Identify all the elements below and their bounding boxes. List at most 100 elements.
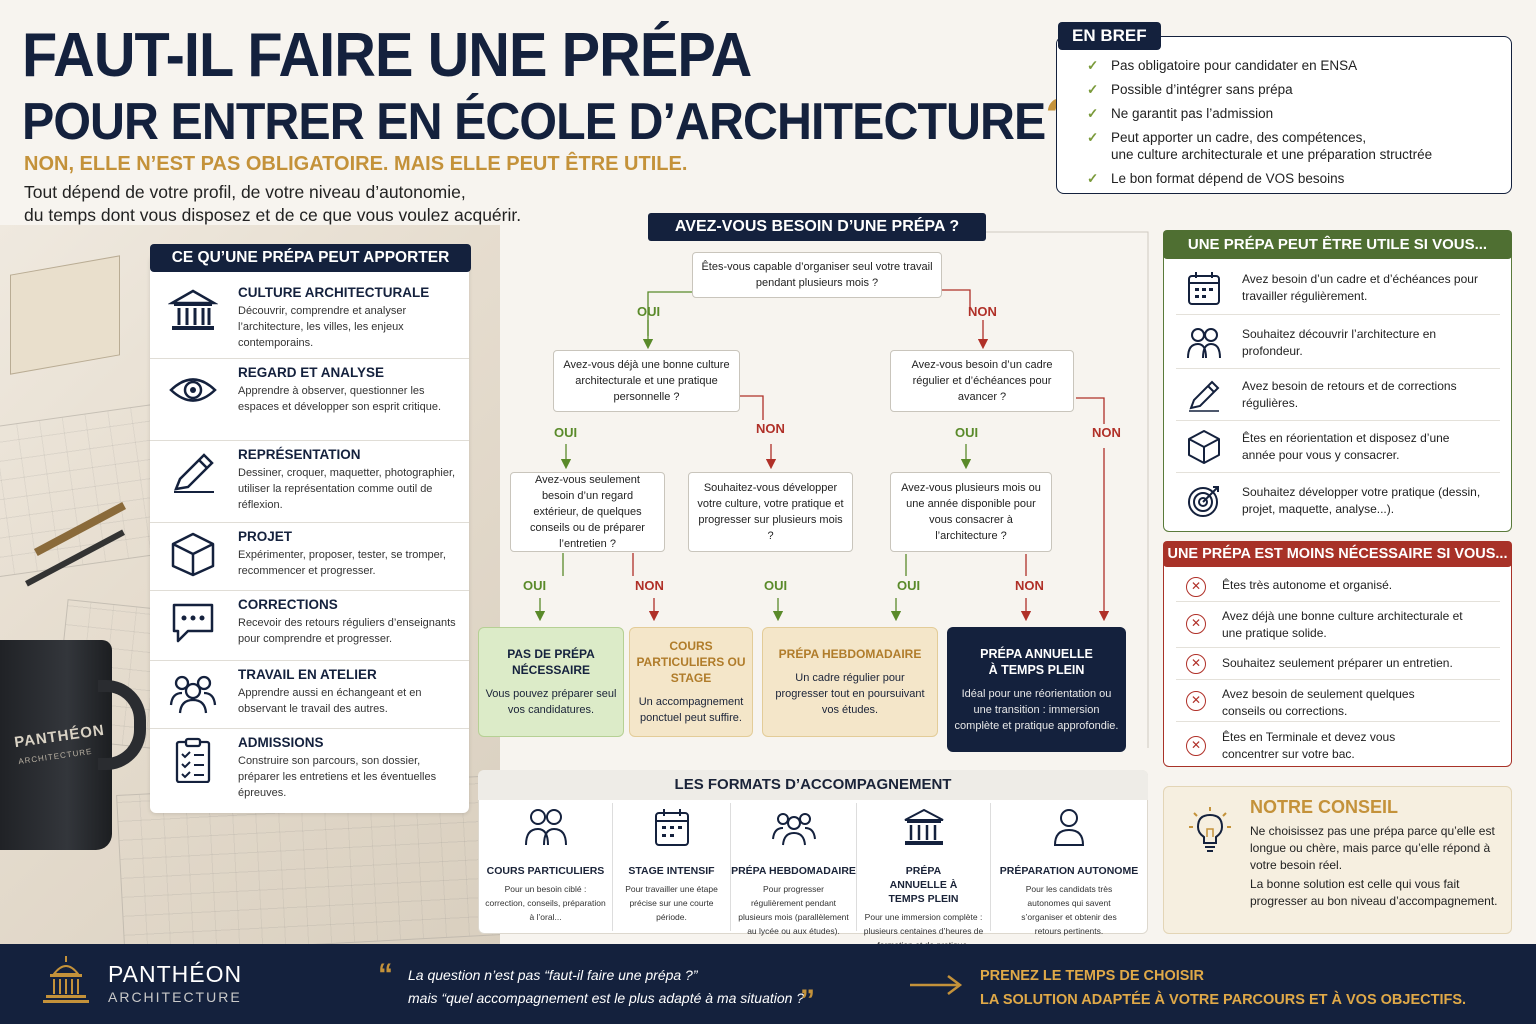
label-yes: OUI (955, 425, 979, 440)
result-desc: Un cadre régulier pour progresser tout e… (775, 672, 925, 716)
format-desc: Pour progresser régulièrement pendant pl… (738, 884, 849, 936)
apport-title: TRAVAIL EN ATELIER (238, 667, 377, 682)
conseil-p1: Ne choisissez pas une prépa parce qu’ell… (1250, 824, 1495, 872)
check-icon: ✓ (1087, 171, 1099, 186)
footer-quote: La question n’est pas “faut-il faire une… (408, 964, 804, 1010)
utile-item: Souhaitez découvrir l’architecture en pr… (1176, 315, 1500, 369)
check-icon: ✓ (1087, 82, 1099, 97)
footer-cta-2: LA SOLUTION ADAPTÉE À VOTRE PARCOURS ET … (980, 992, 1467, 1008)
format-item: PRÉPA ANNUELLE À TEMPS PLEIN Pour une im… (857, 803, 991, 950)
apport-title: CORRECTIONS (238, 597, 338, 612)
utile-text: Souhaitez développer votre pratique (des… (1242, 485, 1481, 516)
apport-item: TRAVAIL EN ATELIER Apprendre aussi en éc… (150, 661, 469, 729)
flow-question-1: Êtes-vous capable d’organiser seul votre… (692, 252, 942, 298)
moins-card: ✕ Êtes très autonome et organisé. ✕ Avez d… (1163, 553, 1512, 767)
flow-question-5: Souhaitez-vous développer votre culture,… (688, 472, 853, 552)
flow-question-4: Avez-vous seulement besoin d’un regard e… (510, 472, 665, 552)
format-item: STAGE INTENSIF Pour travailler une étape… (613, 803, 731, 931)
two-people-icon (1187, 328, 1221, 359)
apport-desc: Expérimenter, proposer, tester, se tromp… (238, 549, 446, 577)
pantheon-logo-icon (43, 956, 89, 1003)
format-desc: Pour un besoin ciblé : correction, conse… (485, 884, 606, 922)
apport-desc: Découvrir, comprendre et analyser l’arch… (238, 305, 407, 349)
moins-item: ✕ Avez déjà une bonne culture architectur… (1176, 602, 1500, 648)
apport-desc: Dessiner, croquer, maquetter, photograph… (238, 467, 456, 511)
format-item: PRÉPARATION AUTONOME Pour les candidats … (991, 803, 1147, 936)
result-title: PAS DE PRÉPA NÉCESSAIRE (507, 647, 595, 677)
apport-item: PROJET Expérimenter, proposer, tester, s… (150, 523, 469, 591)
label-no: NON (1015, 578, 1044, 593)
flow-question-2: Avez-vous déjà une bonne culture archite… (553, 350, 740, 412)
format-title: PRÉPA ANNUELLE À TEMPS PLEIN (888, 865, 959, 905)
utile-item: Avez besoin de retours et de corrections… (1176, 369, 1500, 421)
apports-card: CULTURE ARCHITECTURALE Découvrir, compre… (150, 255, 469, 813)
target-icon (1188, 486, 1219, 517)
quote-close-mark: ” (800, 984, 815, 1017)
label-yes: OUI (764, 578, 788, 593)
arrow-right-icon (910, 975, 963, 995)
group-icon (771, 813, 816, 846)
result-desc: Idéal pour une réorientation ou une tran… (954, 687, 1119, 732)
label-yes: OUI (554, 425, 578, 440)
en-bref-item-cont: une culture architecturale et une prépar… (1111, 147, 1433, 162)
moins-text: Avez déjà une bonne culture architectura… (1222, 609, 1463, 640)
moins-text: Êtes en Terminale et devez vous concentr… (1222, 730, 1396, 761)
label-no: NON (635, 578, 664, 593)
format-title: PRÉPA HEBDOMADAIRE (731, 865, 856, 877)
result-prepa-annuelle: PRÉPA ANNUELLE À TEMPS PLEIN Idéal pour … (947, 627, 1126, 752)
apport-item: REPRÉSENTATION Dessiner, croquer, maquet… (150, 441, 469, 523)
flow-question-3: Avez-vous besoin d’un cadre régulier et … (890, 350, 1074, 412)
moins-item: ✕Êtes en Terminale et devez vous concent… (1176, 722, 1500, 766)
label-yes: OUI (523, 578, 547, 593)
moins-text: Êtes très autonome et organisé. (1222, 578, 1393, 592)
utile-heading: UNE PRÉPA PEUT ÊTRE UTILE SI VOUS... (1163, 230, 1512, 259)
en-bref-item: ✓Le bon format dépend de VOS besoins (1087, 171, 1345, 186)
apport-desc: Construire son parcours, son dossier, pr… (238, 755, 437, 799)
conseil-heading: NOTRE CONSEIL (1250, 797, 1399, 817)
moins-heading: UNE PRÉPA EST MOINS NÉCESSAIRE SI VOUS..… (1163, 541, 1512, 567)
en-bref-box: ✓Pas obligatoire pour candidater en ENSA… (1056, 36, 1512, 194)
label-yes: OUI (637, 304, 661, 319)
subtitle-answer: NON, ELLE N’EST PAS OBLIGATOIRE. MAIS EL… (24, 153, 688, 175)
footer-quote-l2: mais “quel accompagnement est le plus ad… (408, 990, 805, 1006)
group-icon (169, 675, 217, 714)
format-desc: Pour travailler une étape précise sur un… (625, 884, 718, 922)
cross-icon: ✕ (1186, 614, 1206, 634)
pencil-icon (174, 453, 214, 493)
apport-desc: Apprendre à observer, questionner les es… (238, 385, 442, 413)
utile-item: Souhaitez développer votre pratique (des… (1176, 473, 1500, 529)
apport-title: ADMISSIONS (238, 735, 324, 750)
apport-item: CULTURE ARCHITECTURALE Découvrir, compre… (150, 279, 469, 359)
en-bref-item: ✓Peut apporter un cadre, des compétences… (1087, 130, 1367, 145)
label-no: NON (756, 421, 785, 436)
calendar-icon (1188, 272, 1220, 305)
apport-item: CORRECTIONS Recevoir des retours régulie… (150, 591, 469, 661)
en-bref-list: ✓Pas obligatoire pour candidater en ENSA… (1087, 57, 1432, 194)
two-people-icon (524, 809, 567, 846)
lightbulb-icon (1189, 807, 1231, 852)
apport-item: REGARD ET ANALYSE Apprendre à observer, … (150, 359, 469, 441)
en-bref-item: ✓Ne garantit pas l’admission (1087, 106, 1274, 121)
conseil-text: Ne choisissez pas une prépa parce qu’ell… (1250, 823, 1505, 910)
formats-heading: LES FORMATS D’ACCOMPAGNEMENT (478, 770, 1148, 800)
footer-brand-sub: ARCHITECTURE (108, 989, 242, 1005)
apport-item: ADMISSIONS Construire son parcours, son … (150, 729, 469, 813)
utile-card: Avez besoin d’un cadre et d’échéances po… (1163, 244, 1512, 532)
check-icon: ✓ (1087, 106, 1099, 121)
museum-icon (904, 808, 943, 845)
apport-desc: Apprendre aussi en échangeant et en obse… (238, 687, 422, 715)
label-yes: OUI (897, 578, 921, 593)
title-line-2: POUR ENTRER EN ÉCOLE D’ARCHITECTURE? (22, 86, 1078, 153)
subtitle-text-1: Tout dépend de votre profil, de votre ni… (24, 182, 466, 202)
footer-cta-1: PRENEZ LE TEMPS DE CHOISIR (980, 968, 1204, 984)
cross-icon: ✕ (1186, 691, 1206, 711)
moins-text: Souhaitez seulement préparer un entretie… (1222, 656, 1453, 670)
result-desc: Un accompagnement ponctuel peut suffire. (638, 696, 744, 724)
en-bref-item: ✓Pas obligatoire pour candidater en ENSA (1087, 58, 1358, 73)
footer-cta: PRENEZ LE TEMPS DE CHOISIR LA SOLUTION AD… (980, 964, 1466, 1012)
person-icon (1053, 809, 1085, 846)
en-bref-heading: EN BREF (1058, 22, 1161, 50)
conseil-p2: La bonne solution est celle qui vous fai… (1250, 877, 1498, 908)
format-desc: Pour les candidats très autonomes qui sa… (1021, 884, 1117, 936)
result-desc: Vous pouvez préparer seul vos candidatur… (485, 688, 617, 716)
